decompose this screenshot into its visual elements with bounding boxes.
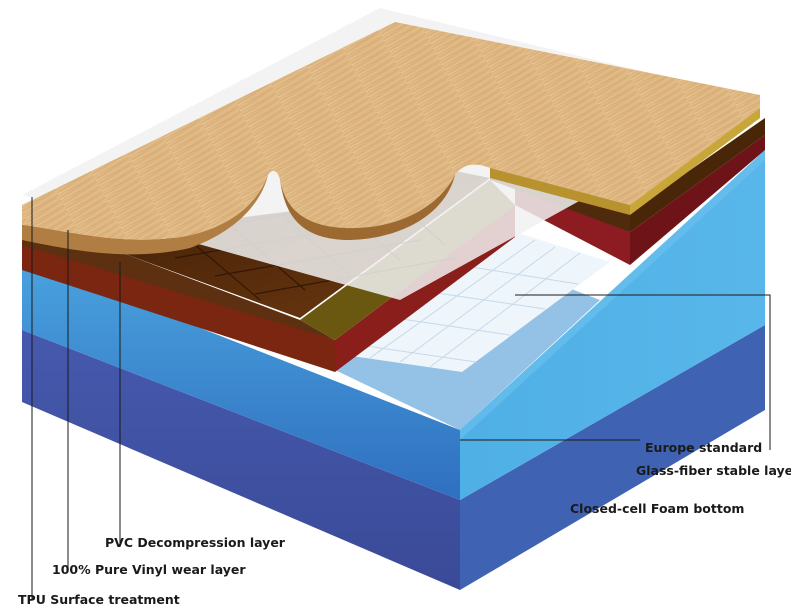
leader-lines <box>31 197 771 600</box>
label-foam-bottom: Closed-cell Foam bottom <box>570 501 744 516</box>
label-tpu-surface: TPU Surface treatment <box>18 592 180 607</box>
label-vinyl-wear: 100% Pure Vinyl wear layer <box>52 562 246 577</box>
label-pvc-decompression: PVC Decompression layer <box>105 535 286 550</box>
leader-europe-standard <box>515 294 771 450</box>
glass-fiber-grid-panel <box>345 232 610 372</box>
wood-decor-surface <box>22 22 760 255</box>
label-glass-fiber: Glass-fiber stable layer <box>636 463 791 478</box>
label-europe-standard: Europe standard <box>645 440 762 455</box>
layer-labels: Europe standard Glass-fiber stable layer… <box>18 440 791 607</box>
foam-bottom-layer <box>22 325 765 590</box>
